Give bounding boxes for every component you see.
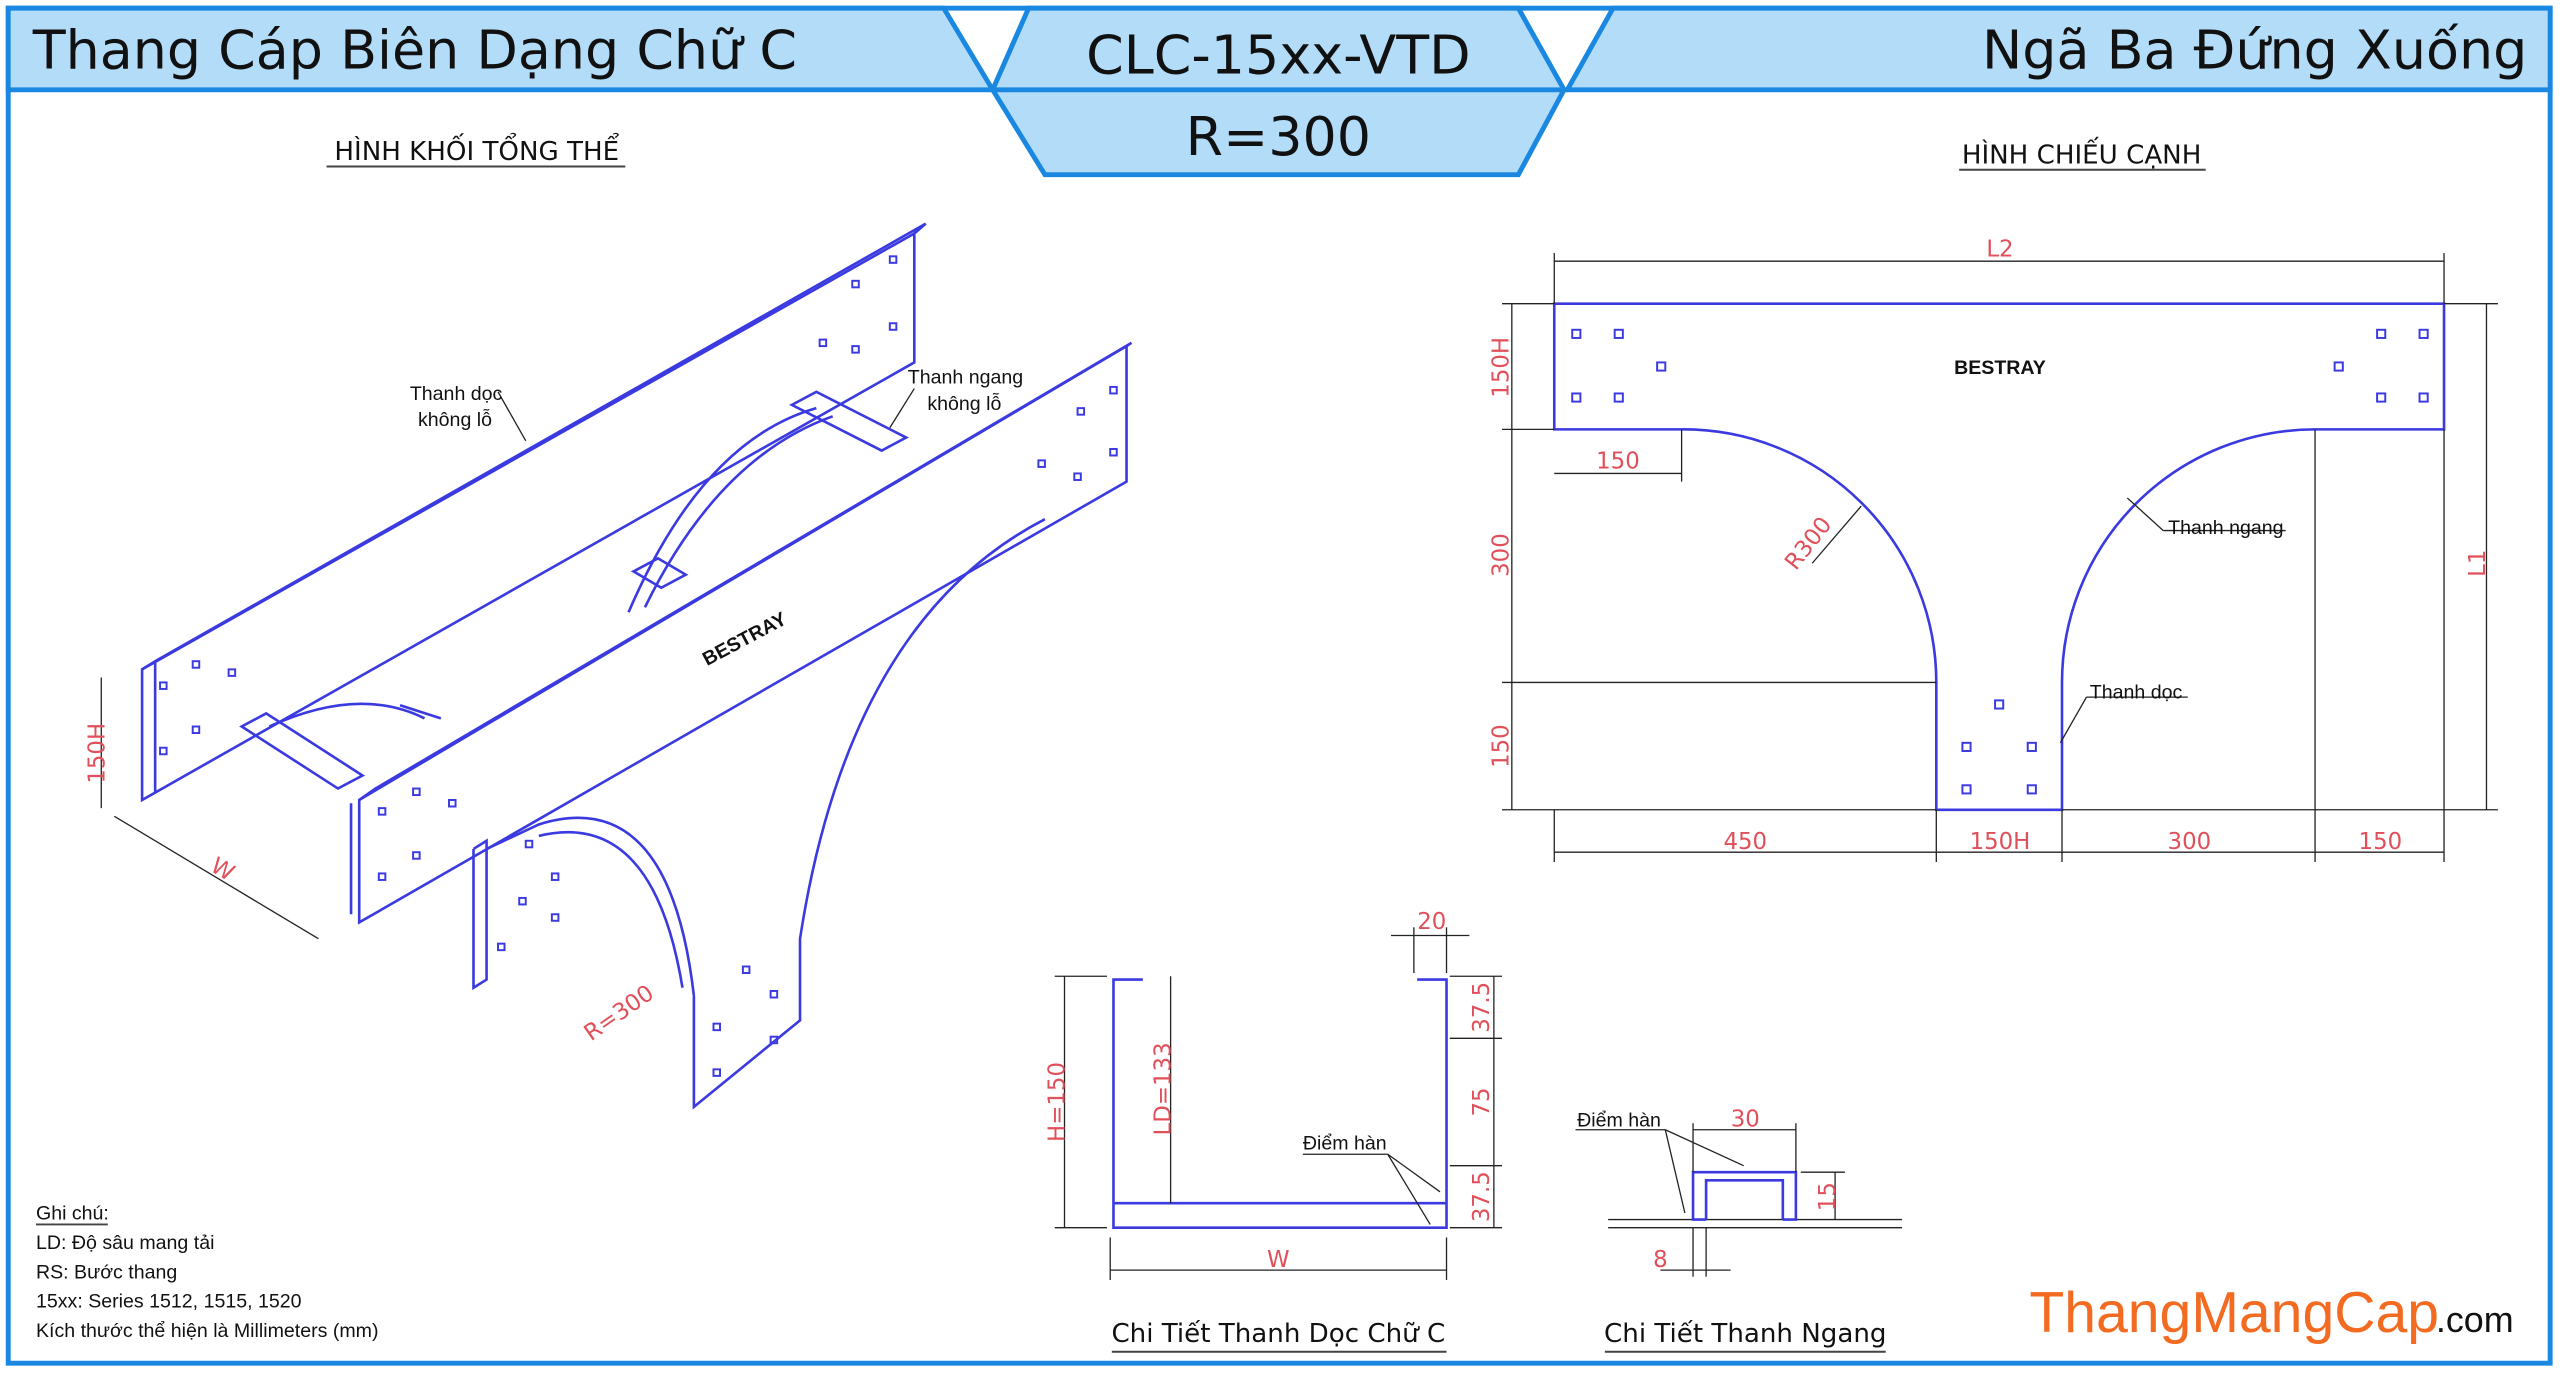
side-view: L2 L1 150H 300 150 150 R300 450 150H 300… (1489, 236, 2498, 863)
note-line: Kích thước thể hiện là Millimeters (mm) (36, 1320, 379, 1342)
logo-suffix: .com (2436, 1299, 2514, 1340)
dim-75: 75 (1469, 1087, 1495, 1116)
side-view-title: HÌNH CHIẾU CẠNH (1962, 135, 2202, 170)
label-rail-2: không lỗ (418, 408, 492, 431)
iso-view-title: HÌNH KHỐI TỔNG THỂ (334, 132, 619, 167)
label-thanh-doc: Thanh dọc (2090, 682, 2183, 704)
note-line: LD: Độ sâu mang tải (36, 1232, 214, 1254)
bolt-holes (1571, 328, 2429, 795)
iso-height-dim: 150H (85, 723, 111, 784)
label-thanh-ngang: Thanh ngang (2168, 517, 2283, 539)
radius-label: R=300 (1186, 105, 1371, 168)
bolt-holes (159, 255, 1118, 1077)
dim-150-vertical: 150 (1489, 724, 1515, 768)
dim-300-vertical: 300 (1489, 533, 1515, 577)
fitting-type: Ngã Ba Đứng Xuống (1982, 19, 2527, 82)
notes: Ghi chú: LD: Độ sâu mang tải RS: Bước th… (36, 1203, 379, 1343)
logo-main: ThangMangCap (2029, 1281, 2439, 1345)
detail-rung: 30 15 8 Điểm hàn Chi Tiết Thanh Ngang (1575, 1106, 1903, 1353)
label-rung-2: không lỗ (927, 392, 1001, 415)
dim-37-5-bottom: 37.5 (1469, 1171, 1495, 1222)
dim-rung-30: 30 (1731, 1106, 1760, 1132)
dim-l2: L2 (1986, 236, 2013, 262)
dim-bottom-150: 150 (2359, 829, 2403, 855)
dim-top-height: 150H (1489, 337, 1515, 398)
header-right-panel (1563, 5, 2553, 93)
note-line: RS: Bước thang (36, 1261, 177, 1283)
dim-bottom-450: 450 (1723, 829, 1767, 855)
product-code: CLC-15xx-VTD (1086, 23, 1470, 86)
notes-heading: Ghi chú: (36, 1203, 109, 1225)
dim-37-5-top: 37.5 (1469, 982, 1495, 1033)
label-weld-point: Điểm hàn (1303, 1132, 1387, 1154)
product-title: Thang Cáp Biên Dạng Chữ C (32, 19, 797, 82)
dim-h-150: H=150 (1044, 1062, 1070, 1142)
label-rail-1: Thanh dọc (410, 383, 503, 405)
side-brand-logo: BESTRAY (1954, 357, 2046, 379)
site-logo: ThangMangCap .com (2029, 1281, 2513, 1345)
dim-bottom-300: 300 (2168, 829, 2212, 855)
dim-150-top: 150 (1596, 449, 1640, 475)
dim-rung-15: 15 (1815, 1182, 1841, 1211)
note-line: 15xx: Series 1512, 1515, 1520 (36, 1291, 302, 1313)
sheet-frame (5, 5, 2553, 1366)
dim-ld-133: LD=133 (1151, 1042, 1177, 1135)
dim-rung-8: 8 (1653, 1247, 1668, 1273)
label-rung-weld: Điểm hàn (1577, 1109, 1661, 1131)
dim-bottom-150h: 150H (1970, 829, 2031, 855)
detail-c-title: Chi Tiết Thanh Dọc Chữ C (1111, 1319, 1445, 1349)
detail-rung-title: Chi Tiết Thanh Ngang (1604, 1319, 1886, 1349)
dim-l1: L1 (2465, 550, 2491, 577)
label-rung-1: Thanh ngang (908, 367, 1023, 389)
detail-c-rail: 20 37.5 75 37.5 H=150 LD=133 W Điểm hàn … (1044, 909, 1503, 1353)
title-block: Thang Cáp Biên Dạng Chữ C CLC-15xx-VTD R… (5, 5, 2553, 178)
dim-w: W (1267, 1247, 1290, 1273)
dim-flange-20: 20 (1417, 909, 1446, 935)
